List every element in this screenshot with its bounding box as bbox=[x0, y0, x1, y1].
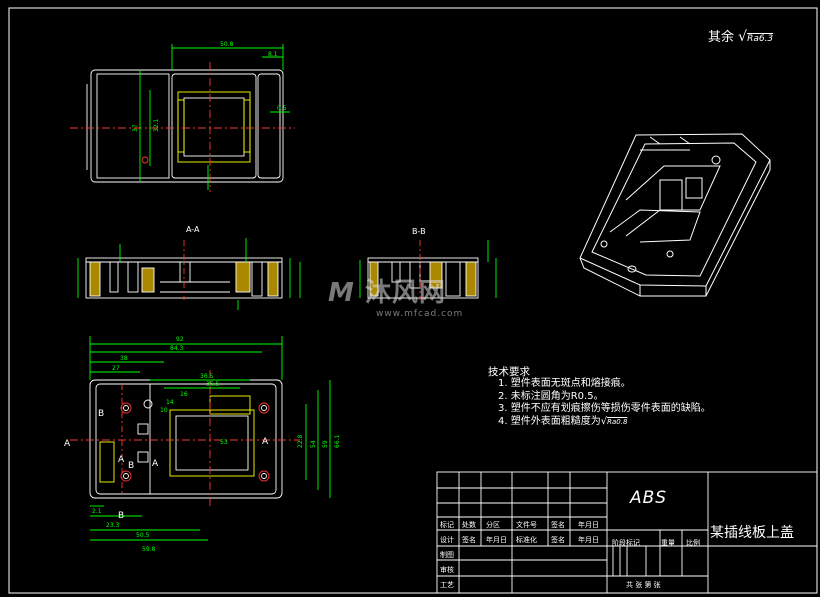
tech-req-title: 技术要求 bbox=[488, 366, 530, 378]
tb-design-5: 签名 bbox=[551, 536, 565, 544]
plan-dim-overall: 92 bbox=[176, 336, 184, 343]
watermark-text: 沐风网 bbox=[364, 278, 446, 308]
tb-design-6: 年月日 bbox=[578, 536, 599, 544]
tb-design-1: 设计 bbox=[440, 536, 454, 544]
tech-req-item-2: 2. 未标注圆角为R0.5。 bbox=[498, 390, 604, 402]
tech-req-item-4-text: 4. 塑件外表面粗糙度为 bbox=[498, 415, 601, 427]
watermark-url: www.mfcad.com bbox=[376, 309, 464, 319]
tb-row-label-5: 签名 bbox=[551, 521, 565, 529]
section-aa-view bbox=[77, 238, 301, 310]
tb-row-label-6: 年月日 bbox=[578, 521, 599, 529]
tb-design-4: 标准化 bbox=[516, 536, 537, 544]
plan-dim-18: 66.1 bbox=[334, 434, 341, 448]
plan-dim-15: 22.8 bbox=[297, 434, 304, 448]
title-block bbox=[436, 471, 818, 594]
plan-dim-7: 16 bbox=[180, 391, 188, 398]
svg-text:A: A bbox=[64, 439, 71, 449]
dim-top-3: 37 bbox=[132, 124, 139, 132]
plan-dim-2: 84.3 bbox=[170, 345, 184, 352]
roughness-check-icon: √ bbox=[600, 415, 608, 427]
tb-sheet-label: 共 张 第 张 bbox=[626, 581, 661, 589]
svg-text:B: B bbox=[98, 409, 104, 419]
tb-stage-label: 阶段标记 bbox=[612, 539, 640, 547]
dim-top-4: 32.1 bbox=[153, 118, 160, 132]
plan-dim-11: 53 bbox=[220, 439, 228, 446]
technical-requirements: 技术要求 1. 塑件表面无斑点和熔接痕。 2. 未标注圆角为R0.5。 3. 塑… bbox=[488, 366, 758, 428]
tb-row-label-2: 处数 bbox=[462, 521, 476, 529]
tb-row-label-4: 文件号 bbox=[516, 521, 537, 529]
plan-view bbox=[70, 336, 331, 541]
svg-text:A: A bbox=[118, 455, 125, 465]
plan-dim-16: 54 bbox=[310, 440, 317, 448]
plan-dim-12: 50.5 bbox=[136, 532, 150, 539]
plan-dim-6: 35.5 bbox=[206, 381, 220, 388]
plan-dim-8: 14 bbox=[166, 399, 174, 406]
tech-req-item-4: 4. 塑件外表面粗糙度为√Ra0.8 bbox=[488, 416, 758, 428]
isometric-view bbox=[579, 133, 771, 297]
material-label: ABS bbox=[630, 488, 668, 508]
roughness-value: Ra6.3 bbox=[747, 34, 774, 44]
svg-text:B: B bbox=[128, 461, 134, 471]
roughness-check-icon: √ bbox=[738, 29, 748, 45]
tb-scale-label: 比例 bbox=[686, 539, 700, 547]
tb-side-3: 工艺 bbox=[440, 581, 454, 589]
watermark-m-icon: M bbox=[328, 278, 355, 308]
plan-dim-13: 23.3 bbox=[106, 522, 120, 529]
plan-dim-14: 2.1 bbox=[92, 508, 102, 515]
watermark: M 沐风网 www.mfcad.com bbox=[328, 272, 463, 319]
svg-text:A: A bbox=[152, 459, 159, 469]
plan-dim-9: 10 bbox=[160, 407, 168, 414]
plan-view-section-marks: A A B B A A B bbox=[64, 409, 269, 521]
section-aa-label: A-A bbox=[186, 225, 200, 234]
watermark-logo: M 沐风网 bbox=[328, 272, 463, 309]
plan-dim-17: 59 bbox=[322, 440, 329, 448]
tech-req-item-1: 1. 塑件表面无斑点和熔接痕。 bbox=[498, 378, 631, 390]
tb-row-label-3: 分区 bbox=[486, 521, 500, 529]
tech-req-item-3: 3. 塑件不应有划痕擦伤等损伤零件表面的缺陷。 bbox=[498, 403, 711, 415]
tb-design-2: 签名 bbox=[462, 536, 476, 544]
dim-top-5: 0.5 bbox=[277, 105, 287, 112]
roughness-note: 其余 √Ra6.3 bbox=[708, 26, 773, 45]
svg-text:B: B bbox=[118, 511, 124, 521]
tech-req-item-4-roughness: Ra0.8 bbox=[607, 417, 628, 426]
plan-dim-3: 38 bbox=[120, 355, 128, 362]
tb-design-3: 年月日 bbox=[486, 536, 507, 544]
svg-text:A: A bbox=[262, 437, 269, 447]
section-bb-label: B-B bbox=[412, 227, 426, 236]
tb-row-label-1: 标记 bbox=[440, 521, 454, 529]
tb-weight-label: 重量 bbox=[661, 539, 675, 547]
dim-top-1: 50.8 bbox=[220, 41, 234, 48]
dim-top-2: 8.1 bbox=[268, 51, 278, 58]
tb-side-1: 制图 bbox=[440, 551, 454, 559]
sheet-border bbox=[8, 7, 818, 594]
part-name: 某插线板上盖 bbox=[710, 525, 794, 541]
tb-side-2: 审核 bbox=[440, 566, 454, 574]
plan-dim-5: 36.5 bbox=[200, 373, 214, 380]
plan-dim-4: 27 bbox=[112, 365, 120, 372]
section-bb-view bbox=[359, 240, 497, 300]
roughness-note-label: 其余 bbox=[708, 30, 735, 45]
plan-dim-10: 59.8 bbox=[142, 546, 156, 553]
top-view bbox=[70, 44, 295, 192]
